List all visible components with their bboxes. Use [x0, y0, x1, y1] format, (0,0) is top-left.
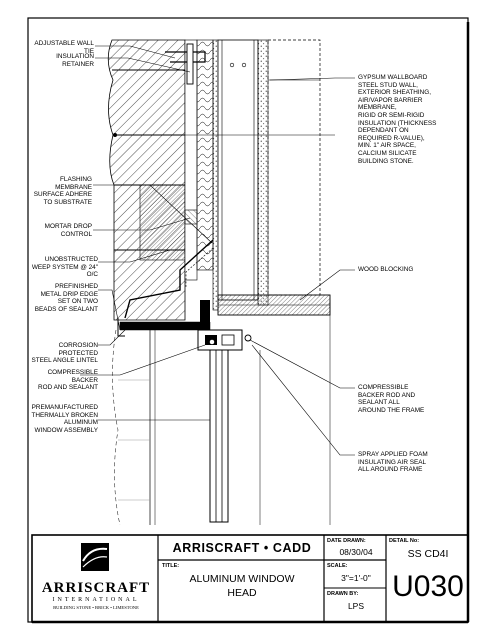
- drip-edge: [117, 318, 125, 337]
- logo-name: ARRISCRAFT: [41, 580, 151, 596]
- callout-drip-edge: PREFINISHED METAL DRIP EDGE SET ON TWO B…: [34, 283, 98, 313]
- callout-backer-rod-right: COMPRESSIBLE BACKER ROD AND SEALANT ALL …: [358, 384, 425, 414]
- leader-lines-right: [249, 77, 355, 456]
- detail-code: SS CD4I: [407, 548, 449, 560]
- flashing-membrane: [124, 239, 214, 319]
- window-frame-head: [197, 329, 243, 351]
- callout-backer-rod-left: COMPRESSIBLE BACKER ROD AND SEALANT: [37, 369, 98, 392]
- drawn-by-value: LPS: [347, 601, 365, 611]
- logo-tagline: BUILDING STONE • BRICK • LIMESTONE: [53, 605, 139, 610]
- leader-lines-left: [80, 45, 213, 421]
- callout-mortar-drop-control: MORTAR DROP CONTROL: [44, 223, 92, 238]
- arriscraft-logo-mark: [81, 543, 109, 571]
- detail-label: DETAIL No:: [389, 538, 420, 544]
- callout-wood-blocking: WOOD BLOCKING: [358, 266, 414, 273]
- rigid-insulation: [196, 39, 214, 271]
- date-value: 08/30/04: [339, 547, 373, 557]
- callout-window-assembly: PREMANUFACTURED THERMALLY BROKEN ALUMINU…: [31, 404, 98, 434]
- drawn-by-label: DRAWN BY:: [327, 591, 359, 597]
- title-label: TITLE:: [162, 563, 180, 569]
- callout-flashing-membrane: FLASHING MEMBRANE SURFACE ADHERE TO SUBS…: [33, 176, 92, 206]
- steel-stud: [217, 39, 259, 301]
- sheathing: [212, 39, 219, 311]
- logo-sub: INTERNATIONAL: [52, 597, 140, 603]
- drawing-title-line1: ALUMINUM WINDOW: [189, 573, 295, 585]
- callout-adjustable-wall-tie: ADJUSTABLE WALL TIE: [34, 40, 94, 55]
- date-label: DATE DRAWN:: [327, 538, 366, 544]
- gypsum-wallboard: [257, 39, 269, 306]
- steel-angle-lintel: [119, 321, 211, 331]
- scale-value: 3"=1'-0": [341, 573, 371, 583]
- company-name: ARRISCRAFT • CADD: [172, 541, 312, 555]
- window-assembly: [209, 349, 229, 523]
- drawing-title-line2: HEAD: [227, 587, 257, 599]
- stone-veneer: [107, 39, 186, 321]
- scale-label: SCALE:: [327, 563, 348, 569]
- callout-spray-foam: SPRAY APPLIED FOAM INSULATING AIR SEAL A…: [358, 451, 428, 474]
- title-block: [31, 534, 469, 623]
- callout-wall-assembly: GYPSUM WALLBOARD STEEL STUD WALL, EXTERI…: [358, 74, 437, 165]
- detail-number: U030: [392, 570, 464, 603]
- callout-weep-system: UNOBSTRUCTED WEEP SYSTEM @ 24" O/C: [31, 256, 98, 279]
- callout-steel-lintel: CORROSION PROTECTED STEEL ANGLE LINTEL: [31, 342, 98, 365]
- callout-insulation-retainer: INSULATION RETAINER: [56, 53, 94, 68]
